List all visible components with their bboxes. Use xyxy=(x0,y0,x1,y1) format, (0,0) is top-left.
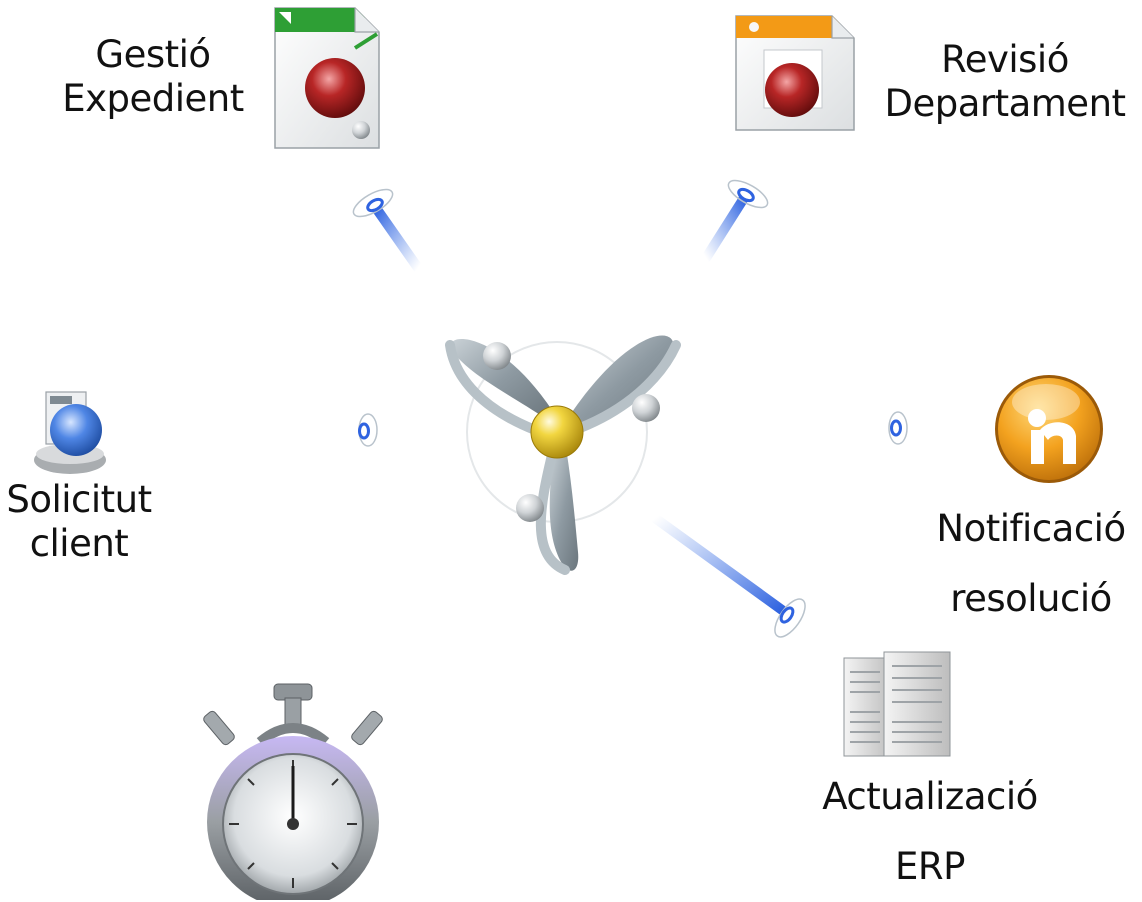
user-icon xyxy=(34,391,106,474)
stopwatch-icon xyxy=(203,683,383,900)
connector-upper-left xyxy=(352,188,423,273)
label-line-2: Expedient xyxy=(62,77,244,120)
label-line-1: Revisió xyxy=(941,38,1069,81)
label-line-2: client xyxy=(29,522,129,565)
label-line-2: resolució xyxy=(950,577,1112,620)
label-line-1: Actualizació xyxy=(822,775,1038,818)
server-icon xyxy=(843,651,951,757)
connector-left xyxy=(150,413,378,447)
label-line-1: Solicitut xyxy=(6,478,152,521)
label-line-1: Notificació xyxy=(936,507,1126,550)
document-icon xyxy=(274,7,380,149)
label-line-1: Gestió xyxy=(95,33,211,76)
connector-lower-right xyxy=(650,513,806,638)
process-hub-icon xyxy=(445,335,681,575)
connector-right xyxy=(730,411,908,445)
label-line-2: Departament xyxy=(884,82,1126,125)
node-label-gestio-expedient: Gestió Expedient xyxy=(58,33,248,121)
node-label-actualitzacio-erp: Actualizació ERP xyxy=(800,762,1060,902)
node-label-solicitut-client: Solicitut client xyxy=(4,478,154,566)
notification-icon xyxy=(995,375,1103,483)
label-line-2: ERP xyxy=(895,845,965,888)
node-label-revisio-departament: Revisió Departament xyxy=(882,38,1128,126)
connector-upper-right xyxy=(701,179,769,263)
document-icon xyxy=(735,15,855,131)
node-label-notificacio-resolucio: Notificació resolució xyxy=(926,494,1136,634)
